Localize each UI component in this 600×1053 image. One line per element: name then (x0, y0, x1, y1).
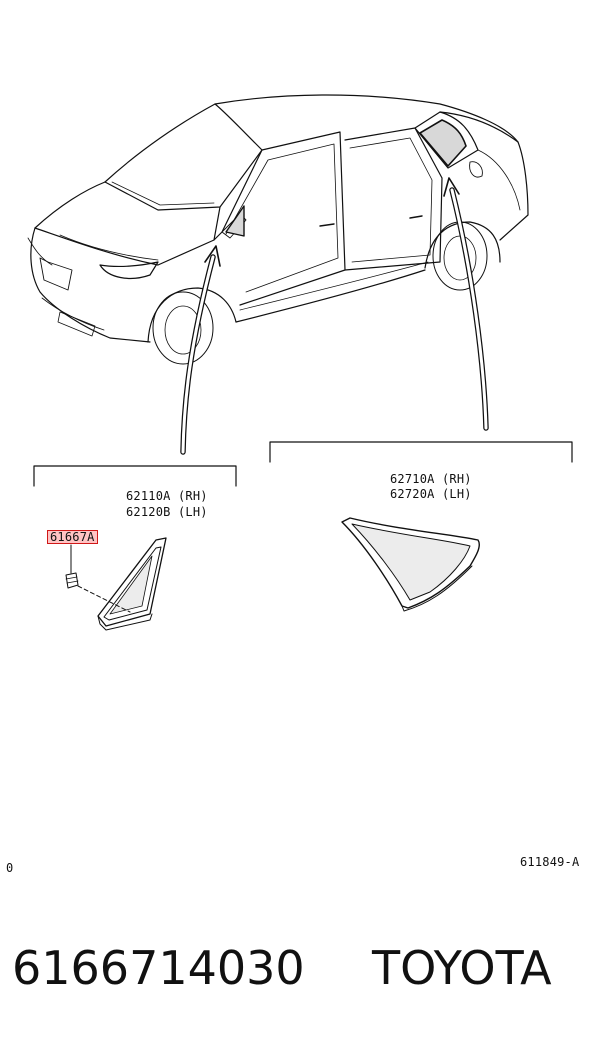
front-quarter-glass-on-car (225, 205, 245, 237)
figure-id: 611849-A (520, 855, 580, 869)
leader-arrow-rear (443, 177, 489, 431)
footer-part-number: 6166714030 (12, 941, 305, 995)
page-index: 0 (6, 861, 14, 875)
bracket-front-group (33, 465, 237, 487)
highlighted-part-number[interactable]: 61667A (47, 530, 98, 544)
assembly-dashed-line (77, 585, 131, 613)
leader-arrow-front (180, 245, 221, 455)
front-part-number-lh: 62120B (LH) (126, 505, 208, 519)
footer-brand: TOYOTA (372, 941, 552, 995)
car-illustration (27, 94, 529, 365)
parts-diagram (27, 94, 573, 631)
rear-part-number-lh: 62720A (LH) (390, 487, 472, 501)
rear-part-number-rh: 62710A (RH) (390, 472, 472, 486)
clip-61667A (65, 572, 79, 589)
front-part-number-rh: 62110A (RH) (126, 489, 208, 503)
rear-quarter-glass-part (341, 517, 480, 612)
rear-quarter-glass-on-car (419, 119, 467, 167)
bracket-rear-group (269, 441, 573, 463)
front-quarter-glass-part (97, 537, 167, 631)
